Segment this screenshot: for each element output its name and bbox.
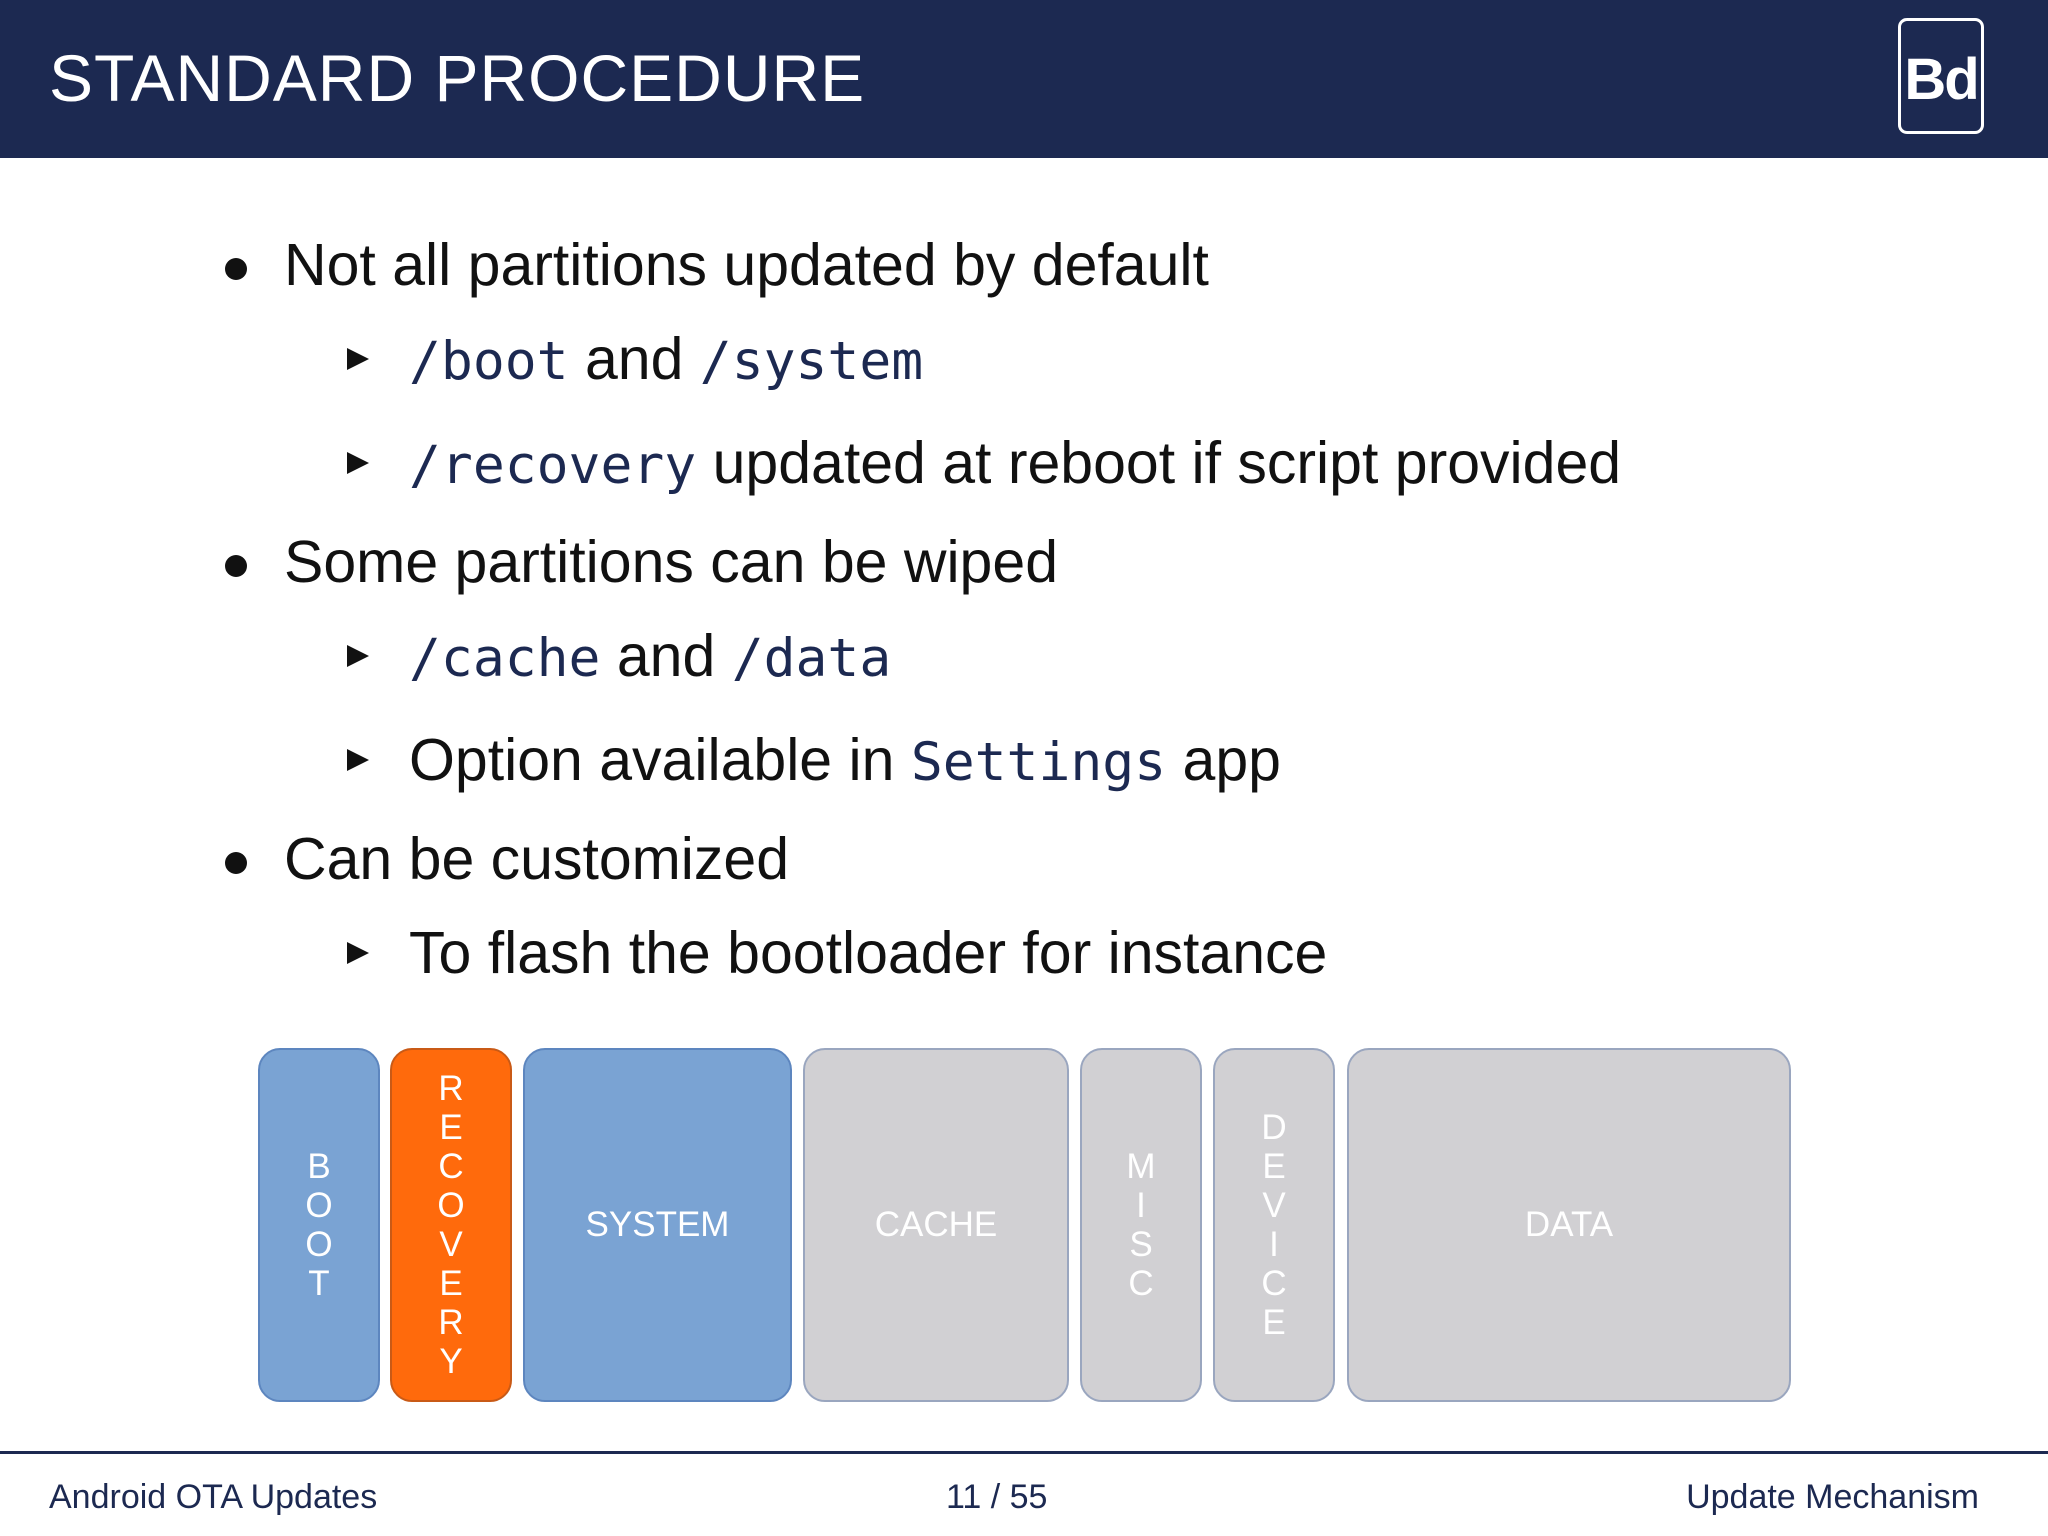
partition-label: SYSTEM (585, 1205, 730, 1244)
code-text: /system (699, 331, 924, 392)
sub-bullet-text: /recovery updated at reboot if script pr… (409, 434, 1621, 493)
sub-bullet-text: /boot and /system (409, 330, 923, 389)
partition-label-letter: C (1261, 1264, 1287, 1303)
partition-label-letter: E (439, 1108, 463, 1147)
triangle-bullet-icon (347, 749, 369, 771)
partition-label-letter: C (438, 1147, 464, 1186)
bullet-dot-icon (225, 555, 247, 577)
partition-label-letter: S (1129, 1225, 1153, 1264)
partition-label-letter: T (308, 1264, 330, 1303)
code-text: /recovery (409, 435, 697, 496)
partition-label-letter: I (1269, 1225, 1279, 1264)
plain-text: updated at reboot if script provided (696, 430, 1622, 496)
triangle-bullet-icon (347, 645, 369, 667)
partition-label-letter: R (438, 1303, 464, 1342)
code-text: /boot (409, 331, 569, 392)
footer-divider (0, 1451, 2048, 1454)
partition-label-letter: B (307, 1147, 331, 1186)
partition-data: DATA (1347, 1048, 1791, 1402)
partition-label-letter: V (439, 1225, 463, 1264)
partition-label-letter: V (1262, 1186, 1286, 1225)
triangle-bullet-icon (347, 348, 369, 370)
partition-cache: CACHE (803, 1048, 1069, 1402)
partition-label-letter: M (1126, 1147, 1156, 1186)
partition-label-letter: D (1261, 1108, 1287, 1147)
sub-bullet-text: To flash the bootloader for instance (409, 924, 1327, 983)
sub-bullet-text: /cache and /data (409, 627, 891, 686)
code-text: /cache (409, 628, 601, 689)
partition-label: CACHE (874, 1205, 998, 1244)
sub-bullet-text: Option available in Settings app (409, 731, 1281, 790)
partition-label-letter: O (437, 1186, 465, 1225)
bd-logo-icon: Bd (1898, 18, 1984, 134)
code-text: /data (731, 628, 892, 689)
bullet-dot-icon (225, 852, 247, 874)
footer-page-number: 11 / 55 (946, 1478, 1048, 1516)
slide-title: STANDARD PROCEDURE (49, 41, 866, 115)
partition-label-letter: O (305, 1225, 333, 1264)
triangle-bullet-icon (347, 452, 369, 474)
bullet-dot-icon (225, 258, 247, 280)
partition-label-letter: E (1262, 1147, 1286, 1186)
partition-label: DATA (1524, 1205, 1614, 1244)
plain-text: app (1166, 727, 1281, 793)
plain-text: and (600, 623, 732, 689)
code-text: Settings (910, 732, 1167, 793)
partition-label-letter: C (1128, 1264, 1154, 1303)
plain-text: To flash the bootloader for instance (409, 920, 1328, 986)
header-bar: STANDARD PROCEDURE Bd (0, 0, 2048, 158)
triangle-bullet-icon (347, 942, 369, 964)
bullet-text: Can be customized (284, 826, 790, 892)
partition-system: SYSTEM (523, 1048, 792, 1402)
bullet-text: Not all partitions updated by default (284, 232, 1209, 298)
partition-label-letter: R (438, 1069, 464, 1108)
footer-left-text: Android OTA Updates (49, 1478, 378, 1516)
partition-label-letter: Y (439, 1342, 463, 1381)
footer-right-text: Update Mechanism (1686, 1478, 1979, 1516)
partition-label-letter: E (439, 1264, 463, 1303)
bullet-text: Some partitions can be wiped (284, 529, 1059, 595)
partition-label-letter: I (1136, 1186, 1146, 1225)
plain-text: Option available in (409, 727, 911, 793)
plain-text: and (568, 326, 700, 392)
partition-label-letter: E (1262, 1303, 1286, 1342)
partition-label-letter: O (305, 1186, 333, 1225)
